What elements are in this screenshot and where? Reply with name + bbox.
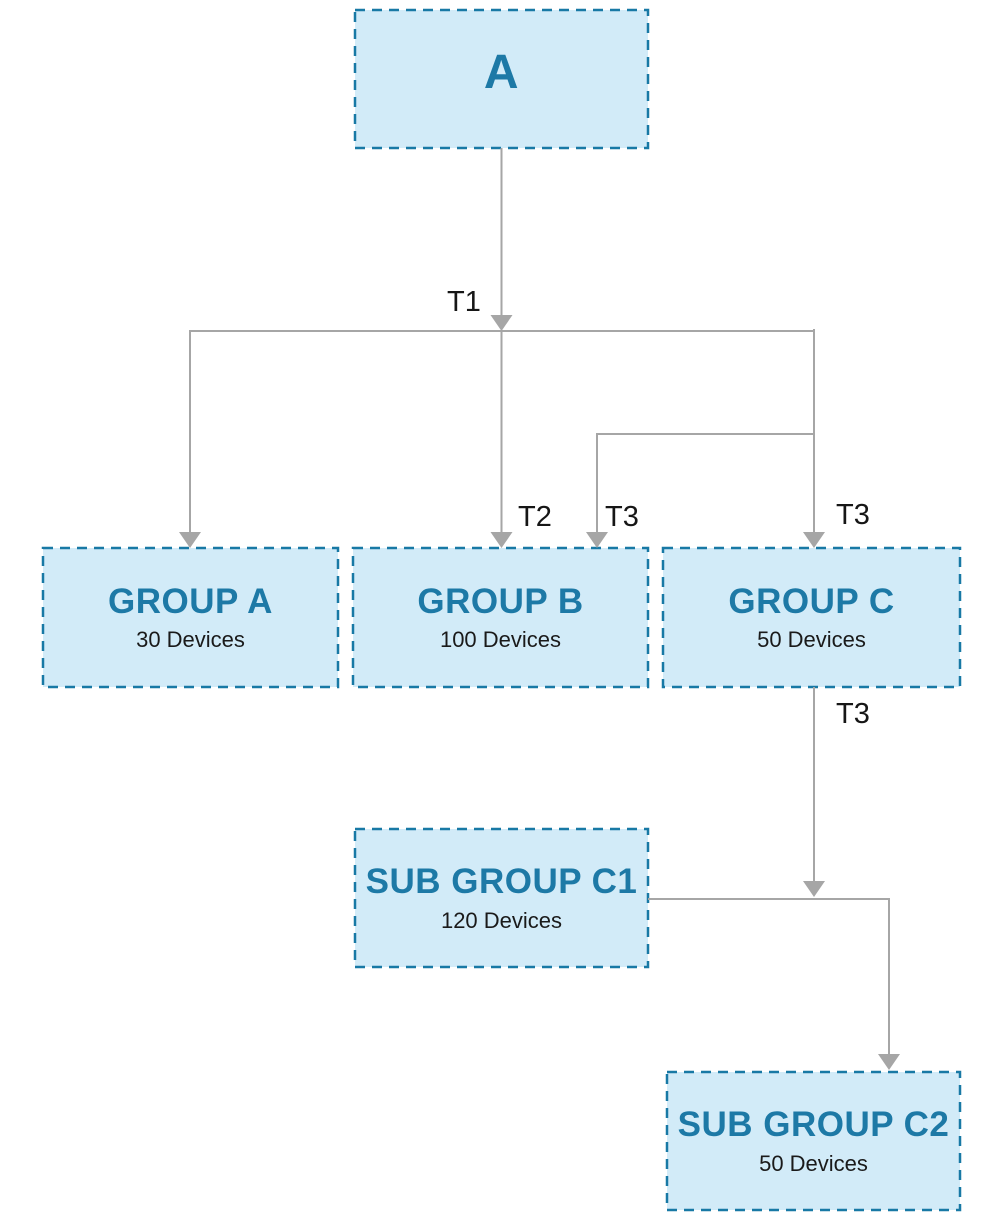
node-group-b: GROUP B 100 Devices — [353, 548, 648, 687]
node-sub-group-c2-title: SUB GROUP C2 — [677, 1105, 950, 1145]
edge-label-t3-into-b: T3 — [605, 501, 639, 533]
node-group-c-subtitle: 50 Devices — [757, 627, 866, 653]
node-group-a-rect — [41, 546, 340, 689]
edge-c1-to-c2 — [648, 898, 890, 1056]
node-group-b-subtitle: 100 Devices — [439, 627, 562, 653]
arrowhead-group-a — [179, 532, 201, 548]
node-group-c-rect — [661, 546, 962, 689]
arrowhead-group-b — [490, 532, 513, 548]
arrowhead-group-b2 — [586, 532, 608, 548]
node-sub-group-c1: SUB GROUP C1 120 Devices — [355, 829, 648, 967]
node-sub-group-c1-subtitle: 120 Devices — [440, 907, 563, 933]
node-group-a: GROUP A 30 Devices — [43, 548, 338, 687]
node-sub-group-c2-rect — [665, 1070, 962, 1212]
node-a: A — [355, 10, 648, 148]
node-sub-group-c2-subtitle: 50 Devices — [759, 1150, 868, 1176]
node-group-c: GROUP C 50 Devices — [663, 548, 960, 687]
node-group-a-title: GROUP A — [108, 581, 273, 621]
node-sub-group-c1-title: SUB GROUP C1 — [365, 862, 638, 902]
node-a-rect — [353, 8, 650, 150]
arrowhead-c2 — [878, 1054, 900, 1070]
node-sub-group-c1-rect — [353, 827, 650, 969]
edge-label-t3-into-c: T3 — [836, 499, 870, 531]
node-a-title: A — [483, 45, 520, 99]
node-sub-group-c2: SUB GROUP C2 50 Devices — [667, 1072, 960, 1210]
node-group-c-title: GROUP C — [728, 581, 895, 621]
edge-label-t2: T2 — [518, 501, 552, 533]
node-group-b-rect — [351, 546, 650, 689]
node-group-b-title: GROUP B — [417, 581, 584, 621]
arrowhead-group-c — [803, 532, 825, 548]
edge-label-t1: T1 — [447, 286, 481, 318]
arrowhead-c-down — [803, 881, 825, 897]
edge-t3-to-group-b — [596, 433, 814, 533]
node-group-a-subtitle: 30 Devices — [136, 627, 245, 653]
edge-label-t3-below-c: T3 — [836, 698, 870, 730]
arrowhead-branch — [490, 315, 513, 331]
